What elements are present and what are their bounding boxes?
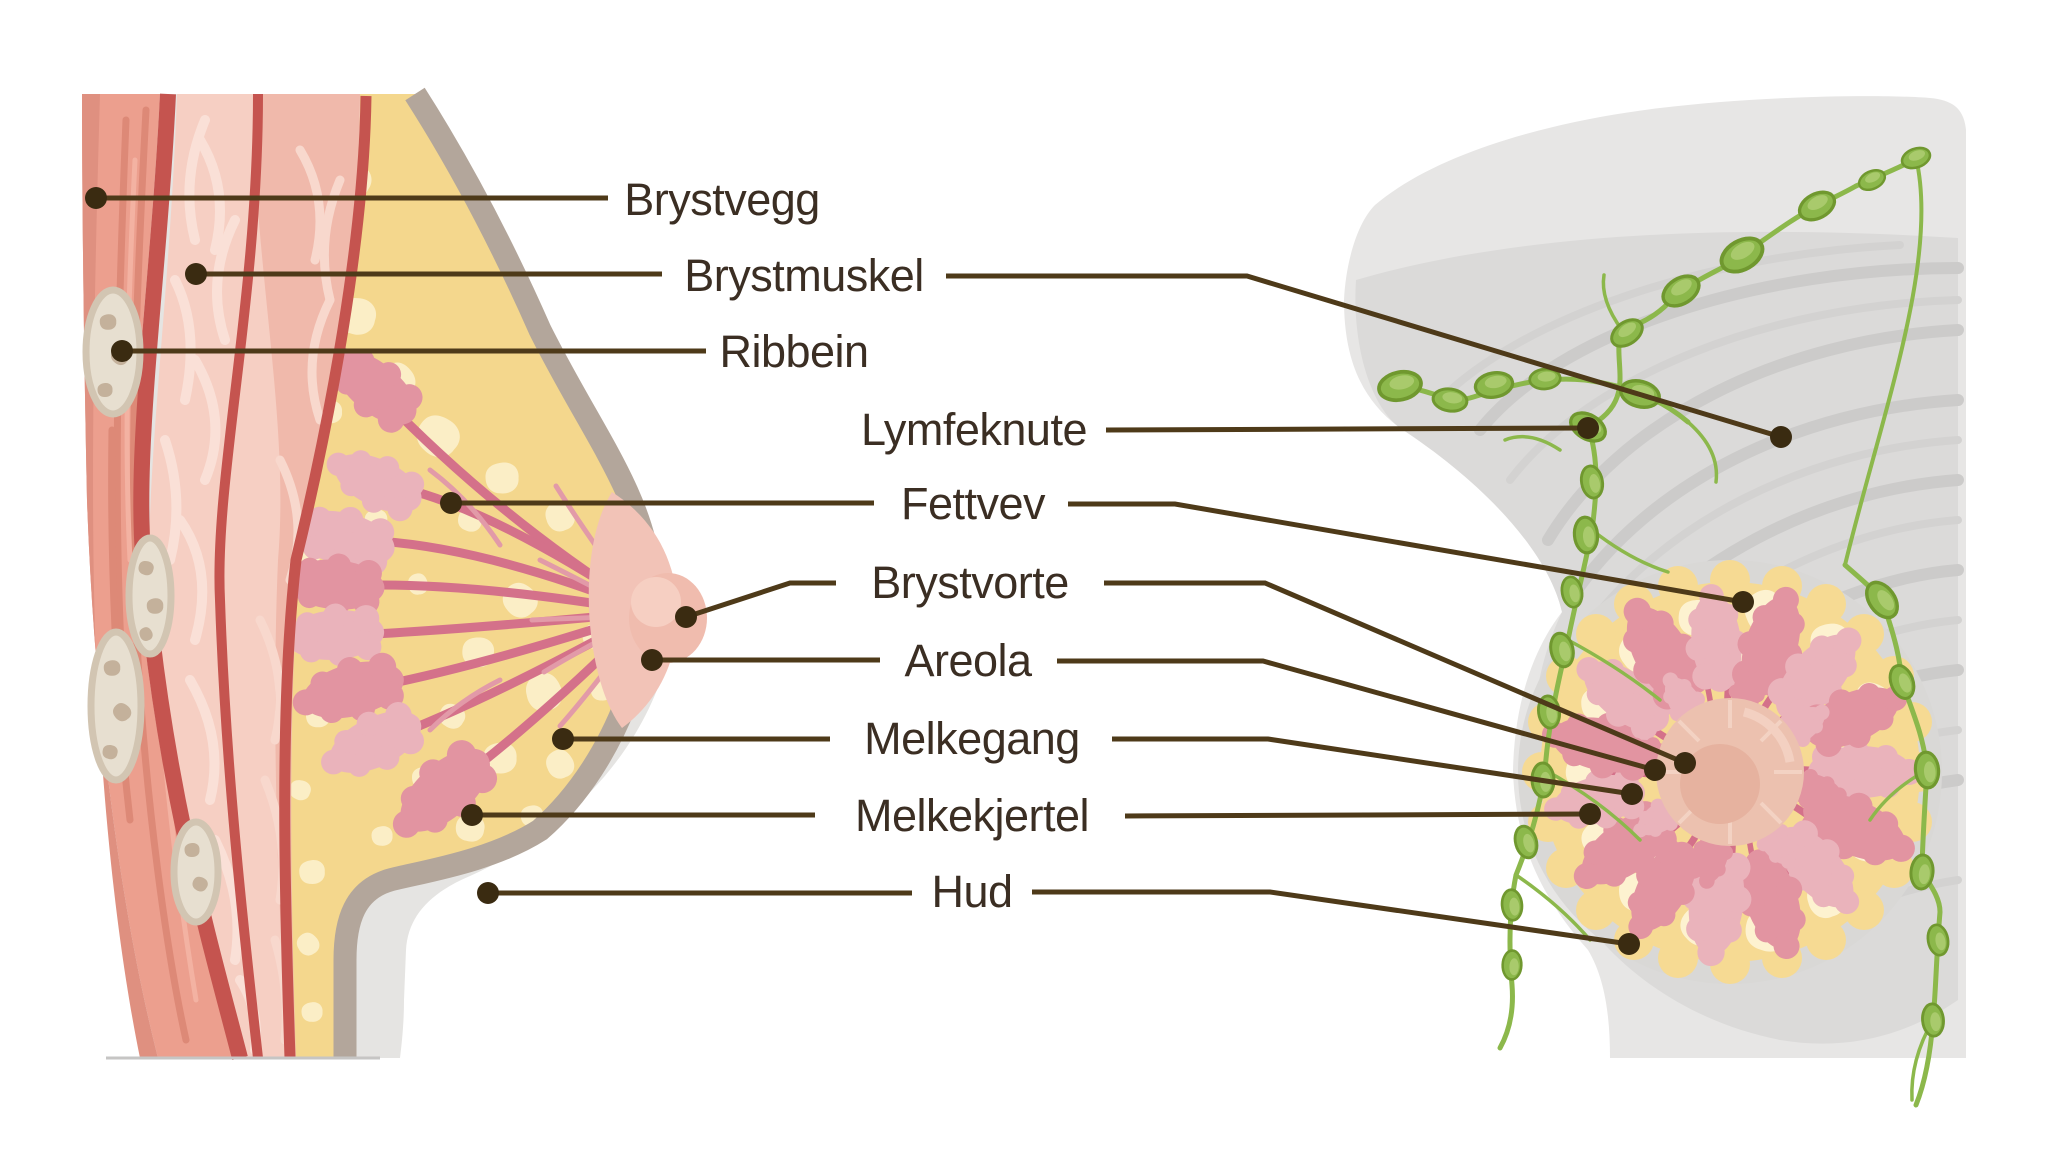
callout-brystmuskel — [185, 263, 1792, 448]
fascia-web-texture — [160, 115, 345, 1055]
label-melkegang: Melkegang — [864, 713, 1080, 764]
nipple-front — [1680, 744, 1760, 824]
callout-melkekjertel — [461, 803, 1601, 826]
label-brystvegg: Brystvegg — [624, 174, 820, 225]
rib — [87, 628, 145, 784]
rib — [125, 534, 175, 658]
callouts — [85, 187, 1792, 955]
label-lymfeknute: Lymfeknute — [861, 404, 1087, 455]
callout-fettvev — [440, 492, 1754, 613]
label-fettvev: Fettvev — [900, 478, 1046, 529]
callout-lymfeknute — [1105, 417, 1599, 439]
callout-melkegang — [552, 728, 1643, 805]
label-brystmuskel: Brystmuskel — [684, 250, 924, 301]
label-areola: Areola — [904, 635, 1032, 686]
breast-front-circle — [1518, 560, 1942, 984]
callout-brystvorte — [675, 580, 1696, 774]
label-hud: Hud — [931, 866, 1013, 917]
areola-highlight — [1742, 707, 1795, 763]
label-melkekjertel: Melkekjertel — [854, 790, 1090, 841]
right-figure-breast-front-view — [1344, 96, 1966, 1108]
rib — [170, 818, 222, 926]
callout-hud — [477, 882, 1640, 955]
label-ribbein: Ribbein — [719, 326, 869, 377]
label-brystvorte: Brystvorte — [871, 557, 1069, 608]
left-figure-breast-side-view — [82, 87, 707, 1061]
callout-ribbein — [111, 340, 706, 362]
fat-tissue — [286, 94, 651, 1058]
nipple-highlight — [631, 577, 681, 627]
callout-areola — [641, 649, 1666, 781]
callout-brystvegg — [85, 187, 608, 209]
